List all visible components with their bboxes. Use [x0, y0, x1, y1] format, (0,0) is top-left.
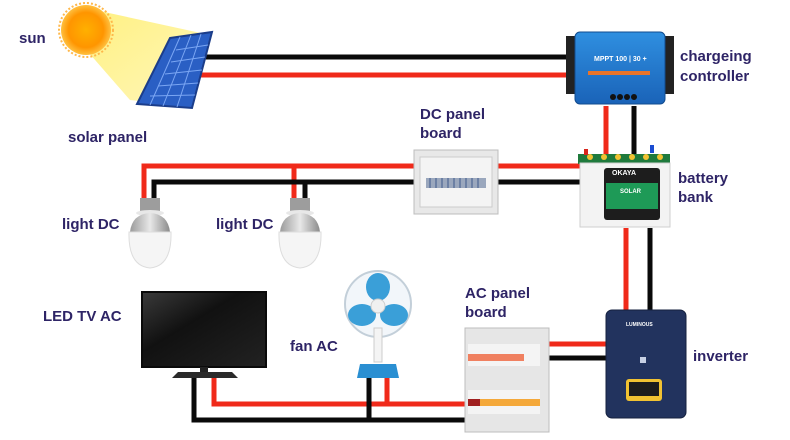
wire-negative-ac-appliances: [191, 378, 470, 423]
label-inverter: inverter: [693, 348, 749, 365]
label-light-dc-2: light DC: [216, 216, 274, 233]
label-led-tv: LED TV AC: [43, 308, 122, 325]
battery-brand-text: OKAYA: [612, 170, 636, 177]
inverter-icon: [605, 309, 687, 419]
led-tv-icon: [141, 291, 267, 378]
label-dc-panel-line2: board: [420, 125, 462, 142]
wires: [141, 54, 653, 423]
label-ac-panel-line2: board: [465, 304, 507, 321]
light-bulb-2-icon: [278, 198, 322, 269]
label-charge-controller-line1: chargeing: [680, 48, 752, 65]
solar-panel-icon: [135, 30, 214, 110]
light-bulb-1-icon: [128, 198, 172, 269]
battery-line-text: SOLAR: [620, 189, 641, 195]
dc-panel-board-icon: [413, 149, 499, 215]
label-fan: fan AC: [290, 338, 338, 355]
wire-positive-dc-lights: [141, 163, 414, 200]
wire-negative-dc-lights: [151, 179, 414, 200]
sun-icon: [61, 5, 111, 55]
charge-controller-icon: [566, 31, 674, 105]
label-battery-line2: bank: [678, 189, 714, 206]
label-solar-panel: solar panel: [68, 129, 148, 146]
label-light-dc-1: light DC: [62, 216, 120, 233]
controller-model-text: MPPT 100 | 30 +: [594, 56, 647, 63]
label-charge-controller-line2: controller: [680, 68, 750, 85]
label-ac-panel-line1: AC panel: [465, 285, 531, 302]
inverter-brand-text: LUMINOUS: [626, 322, 653, 328]
table-fan-icon: [344, 270, 412, 378]
battery-bank-icon: [578, 145, 671, 228]
ac-panel-board-icon: [464, 327, 550, 433]
wire-positive-ac-appliances: [211, 378, 470, 407]
label-sun: sun: [19, 30, 46, 47]
label-battery-line1: battery: [678, 170, 729, 187]
label-dc-panel-line1: DC panel: [420, 106, 486, 123]
